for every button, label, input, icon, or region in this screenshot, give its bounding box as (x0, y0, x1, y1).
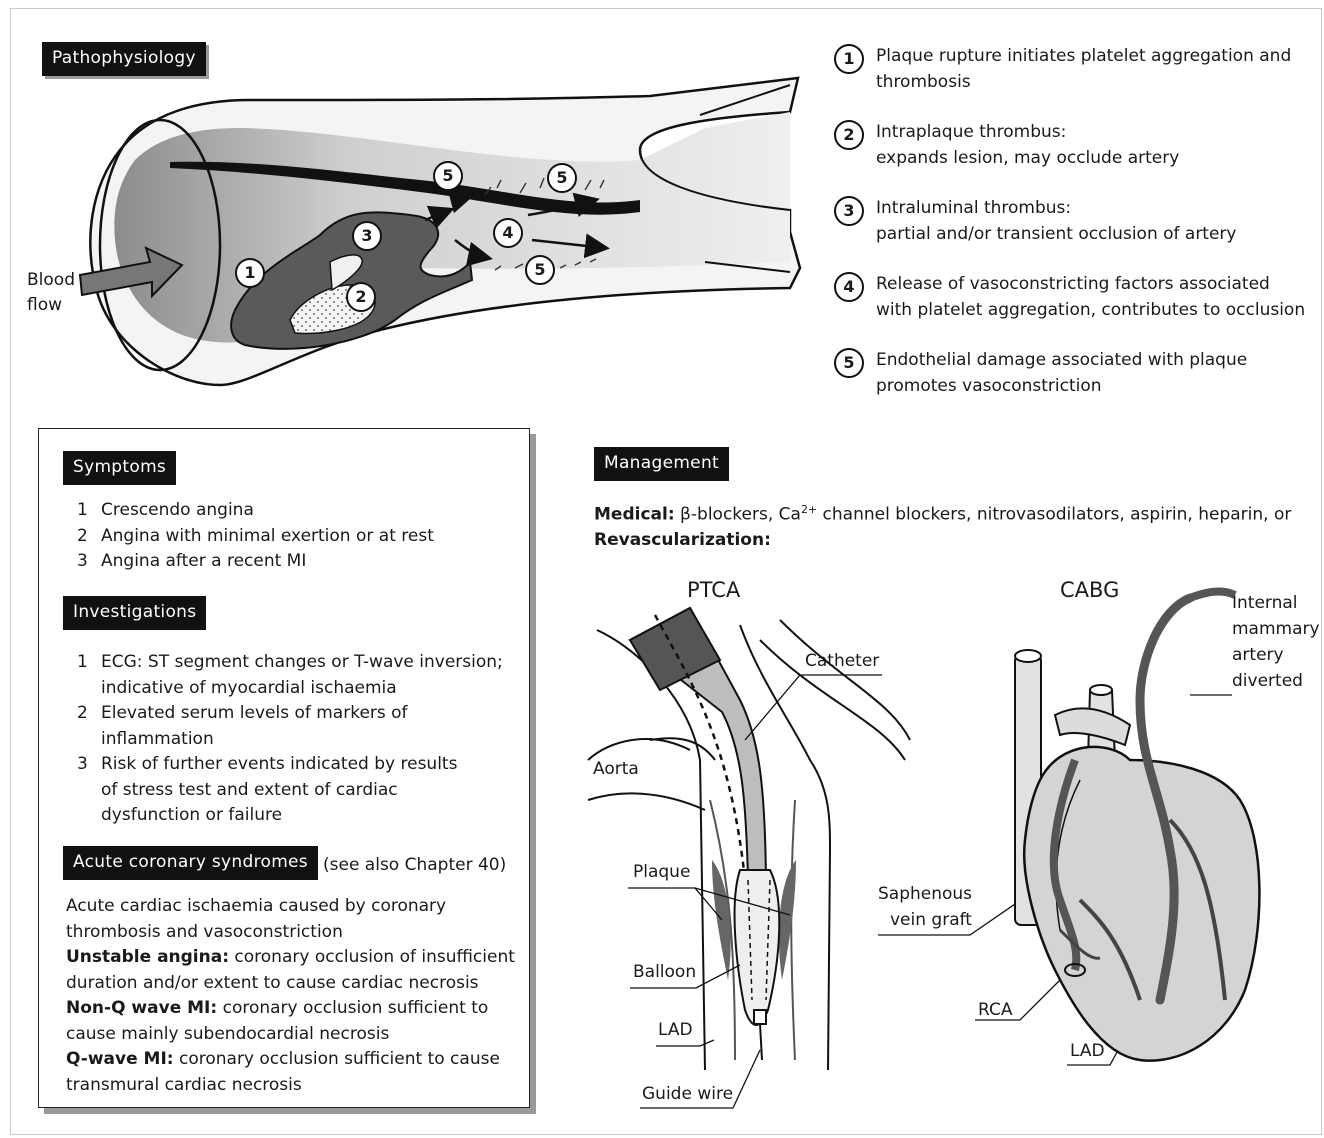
label-line: mammary (1232, 616, 1320, 642)
label-line: Saphenous (878, 881, 972, 907)
plaque-label: Plaque (633, 862, 690, 882)
balloon (735, 870, 780, 1025)
guide-wire (760, 1024, 762, 1060)
guide-wire-label: Guide wire (642, 1084, 733, 1104)
label-line: vein graft (878, 907, 972, 933)
lad-label-ptca: LAD (658, 1020, 693, 1040)
cabg-heart (1015, 592, 1259, 1061)
internal-mammary-label: Internal mammary artery diverted (1232, 590, 1320, 694)
saphenous-label: Saphenous vein graft (878, 881, 972, 933)
ptca-title: PTCA (687, 578, 740, 602)
label-line: diverted (1232, 668, 1320, 694)
label-line: Internal (1232, 590, 1320, 616)
balloon-label: Balloon (633, 962, 696, 982)
lad-label-cabg: LAD (1070, 1041, 1105, 1061)
rca-label: RCA (978, 1000, 1012, 1020)
catheter-label: Catheter (805, 651, 879, 671)
catheter-tip (754, 1010, 766, 1024)
plaque-right (779, 860, 796, 980)
label-line: artery (1232, 642, 1320, 668)
cabg-title: CABG (1060, 578, 1119, 602)
aorta-label: Aorta (593, 759, 639, 779)
